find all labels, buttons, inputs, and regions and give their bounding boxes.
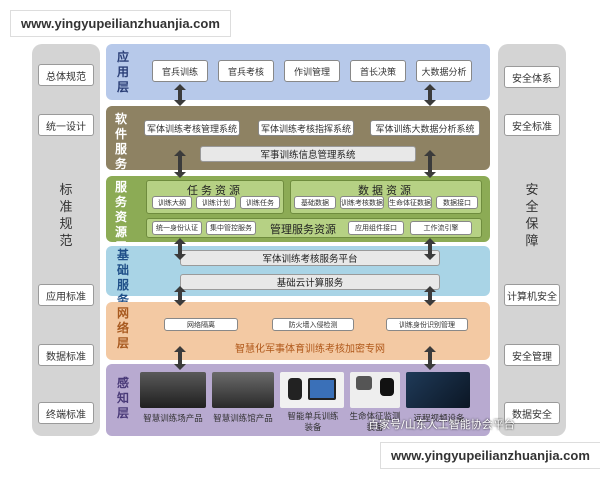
monitor-device-icon [356, 376, 372, 390]
right-vertical-label: 安全保障 [525, 183, 539, 249]
watermark-bottom: www.yingyupeilianzhuanjia.com [380, 442, 600, 469]
data-item-4: 数据接口 [436, 196, 478, 209]
mgmt-resource-title: 管理服务资源 [270, 223, 336, 236]
product-label-4: 生命体征监测装备 [349, 412, 401, 433]
network-box-1: 网络隔离 [164, 318, 238, 331]
layer-application-name: 应用层 [116, 50, 129, 94]
right-box-security-system: 安全体系 [504, 66, 560, 88]
standards-column [32, 44, 100, 436]
product-image-training-hall [212, 372, 274, 408]
left-box-app-standard: 应用标准 [38, 284, 94, 306]
watermark-top: www.yingyupeilianzhuanjia.com [10, 10, 231, 37]
double-arrow-icon [424, 150, 436, 178]
task-resource-title: 任务资源 [187, 184, 243, 197]
software-info-bar: 军事训练信息管理系统 [200, 146, 416, 162]
layer-resource-name: 服务资源层 [114, 180, 127, 254]
product-label-2: 智慧训练馆产品 [213, 414, 273, 424]
double-arrow-icon [174, 346, 186, 370]
task-item-1: 训练大纲 [152, 196, 192, 209]
double-arrow-icon [174, 84, 186, 106]
left-box-data-standard: 数据标准 [38, 344, 94, 366]
mgmt-item-3: 应用组件接口 [348, 221, 404, 235]
mgmt-item-4: 工作流引擎 [410, 221, 472, 235]
watermark-overlay: 百家号/山东人工智能协会平台 [368, 418, 515, 431]
product-image-remote-video [406, 372, 470, 408]
double-arrow-icon [424, 346, 436, 370]
smartwatch-icon [380, 378, 394, 396]
right-box-security-standard: 安全标准 [504, 114, 560, 136]
double-arrow-icon [174, 150, 186, 178]
software-box-3: 军体训练大数据分析系统 [370, 120, 480, 136]
data-item-1: 基础数据 [294, 196, 336, 209]
software-box-2: 军体训练考核指挥系统 [258, 120, 354, 136]
data-item-2: 训练考核数据 [340, 196, 384, 209]
watch-icon [288, 378, 302, 400]
data-resource-title: 数据资源 [358, 184, 414, 197]
app-box-4: 首长决策 [350, 60, 406, 82]
network-caption: 智慧化军事体育训练考核加密专网 [235, 344, 385, 355]
right-box-security-management: 安全管理 [504, 344, 560, 366]
app-box-2: 官兵考核 [218, 60, 274, 82]
security-column [498, 44, 566, 436]
task-item-3: 训练任务 [240, 196, 280, 209]
product-label-3: 智能单兵训练装备 [287, 412, 339, 433]
product-label-1: 智慧训练场产品 [143, 414, 203, 424]
left-box-unified-design: 统一设计 [38, 114, 94, 136]
product-image-training-field [140, 372, 206, 408]
base-bar-platform: 军体训练考核服务平台 [180, 250, 440, 266]
layer-perception-name: 感知层 [116, 376, 129, 420]
double-arrow-icon [174, 238, 186, 260]
network-box-3: 训练身份识别管理 [386, 318, 468, 331]
mgmt-item-1: 统一身份认证 [152, 221, 202, 235]
mgmt-item-2: 集中管控服务 [206, 221, 256, 235]
double-arrow-icon [174, 286, 186, 306]
left-box-terminal-standard: 终端标准 [38, 402, 94, 424]
tablet-icon [308, 378, 336, 400]
network-box-2: 防火墙入侵检测 [272, 318, 354, 331]
app-box-5: 大数据分析 [416, 60, 472, 82]
app-box-1: 官兵训练 [152, 60, 208, 82]
app-box-3: 作训管理 [284, 60, 340, 82]
product-label-5: 远程视频设备 [413, 414, 465, 424]
data-item-3: 生命体征数据 [388, 196, 432, 209]
double-arrow-icon [424, 84, 436, 106]
right-box-computer-security: 计算机安全 [504, 284, 560, 306]
double-arrow-icon [424, 286, 436, 306]
software-box-1: 军体训练考核管理系统 [144, 120, 240, 136]
double-arrow-icon [424, 238, 436, 260]
left-vertical-label: 标准规范 [59, 183, 73, 249]
layer-network-name: 网络层 [116, 306, 129, 350]
right-box-data-security: 数据安全 [504, 402, 560, 424]
left-box-overall-spec: 总体规范 [38, 64, 94, 86]
task-item-2: 训练计划 [196, 196, 236, 209]
base-bar-cloud: 基础云计算服务 [180, 274, 440, 290]
